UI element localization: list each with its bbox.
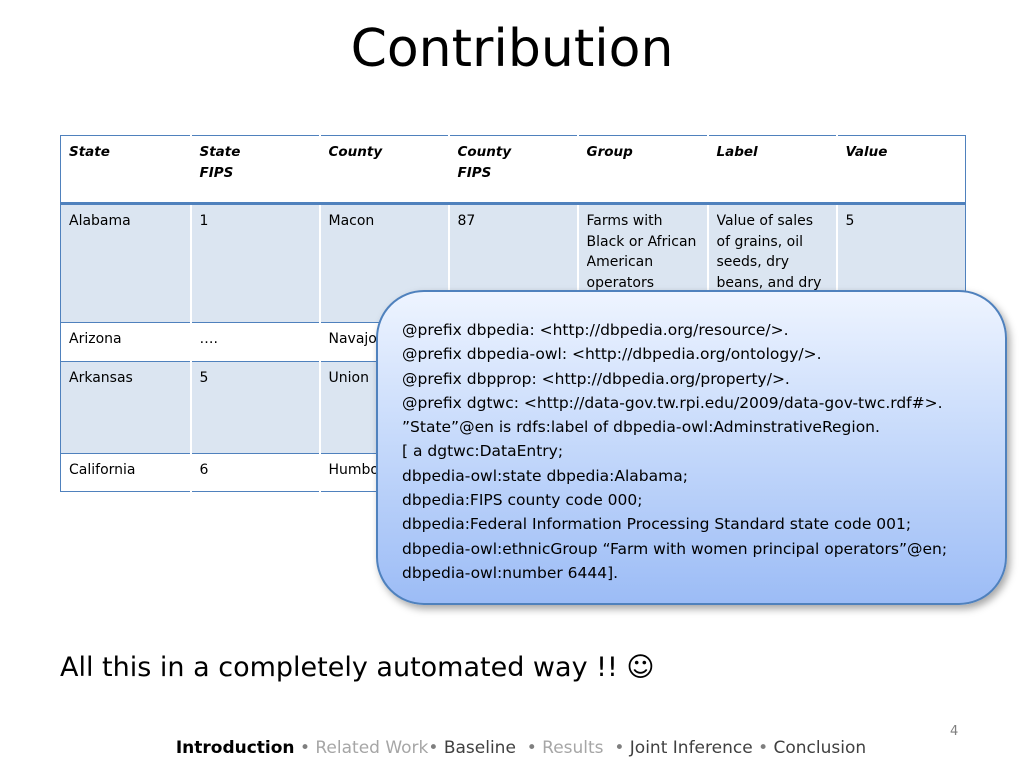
cell-state-fips: 5	[189, 361, 320, 454]
slide-title: Contribution	[350, 19, 674, 79]
nav-introduction[interactable]: Introduction	[175, 738, 295, 758]
cell-state: California	[60, 453, 191, 492]
header-label-col: Label	[706, 135, 837, 205]
callout-line: dbpedia-owl:ethnicGroup “Farm with women…	[402, 539, 948, 558]
cell-text: Navajo	[328, 331, 377, 347]
cell-text: 6	[199, 462, 209, 478]
header-group: Group	[576, 135, 708, 205]
cell-text: California	[69, 462, 136, 478]
nav-related-work[interactable]: Related Work	[315, 738, 429, 758]
header-label: State	[199, 144, 241, 160]
bullet-separator: •	[428, 738, 439, 758]
header-value: Value	[835, 135, 966, 205]
bullet-separator: •	[299, 738, 310, 758]
header-label: FIPS	[199, 164, 234, 181]
header-label: State	[69, 144, 110, 160]
header-state: State	[60, 135, 191, 205]
nav-results[interactable]: Results	[542, 738, 604, 758]
cell-text: 5	[845, 213, 855, 229]
cell-text: Arkansas	[69, 370, 133, 386]
cell-text: Union	[328, 370, 369, 386]
header-label: Group	[586, 144, 633, 160]
callout-line: @prefix dbpedia: <http://dbpedia.org/res…	[402, 321, 789, 339]
cell-text: Arizona	[69, 331, 122, 347]
callout-line: @prefix dbpprop: <http://dbpedia.org/pro…	[402, 369, 790, 388]
cell-state: Alabama	[60, 203, 191, 323]
cell-state: Arizona	[60, 322, 191, 362]
header-label: County	[457, 144, 512, 160]
cell-text: Farms with Black or African American ope…	[586, 213, 697, 291]
header-label: FIPS	[457, 164, 492, 181]
bullet-separator: •	[614, 738, 625, 758]
callout-line: [ a dgtwc:DataEntry;	[402, 442, 564, 461]
cell-state: Arkansas	[60, 361, 191, 454]
callout-line: dbpedia:Federal Information Processing S…	[402, 515, 912, 534]
page-number: 4	[950, 724, 959, 739]
callout-line: ”State”@en is rdfs:label of dbpedia-owl:…	[402, 418, 880, 437]
cell-text: ….	[199, 331, 218, 347]
cell-state-fips: 6	[189, 453, 320, 492]
cell-text: 5	[199, 370, 209, 386]
header-county: County	[318, 135, 449, 205]
cell-text: 1	[199, 213, 209, 229]
nav-baseline[interactable]: Baseline	[443, 738, 516, 758]
cell-text: Macon	[328, 213, 375, 229]
nav-joint-inference[interactable]: Joint Inference	[629, 738, 753, 758]
header-label: Label	[716, 144, 758, 160]
callout-line: dbpedia-owl:state dbpedia:Alabama;	[402, 466, 688, 485]
callout-line: dbpedia-owl:number 6444].	[402, 563, 619, 582]
bullet-separator: •	[526, 738, 537, 758]
tagline: All this in a completely automated way !…	[60, 652, 655, 683]
footer-nav: Introduction • Related Work• Baseline • …	[0, 736, 1024, 760]
bullet-separator: •	[758, 738, 769, 758]
cell-state-fips: ….	[189, 322, 320, 362]
cell-state-fips: 1	[189, 203, 320, 323]
cell-text: Value of sales of grains, oil seeds, dry…	[716, 213, 822, 291]
callout-line: @prefix dbpedia-owl: <http://dbpedia.org…	[402, 345, 822, 364]
rdf-callout-box: @prefix dbpedia: <http://dbpedia.org/res…	[376, 290, 1007, 605]
callout-line: dbpedia:FIPS county code 000;	[402, 491, 643, 510]
header-label: County	[328, 144, 383, 160]
callout-line: @prefix dgtwc: <http://data-gov.tw.rpi.e…	[402, 393, 943, 412]
nav-conclusion[interactable]: Conclusion	[773, 738, 867, 758]
cell-text: Alabama	[69, 213, 131, 229]
cell-text: 87	[457, 213, 476, 229]
cell-text: Humbo	[328, 462, 380, 478]
header-label: Value	[845, 144, 888, 160]
